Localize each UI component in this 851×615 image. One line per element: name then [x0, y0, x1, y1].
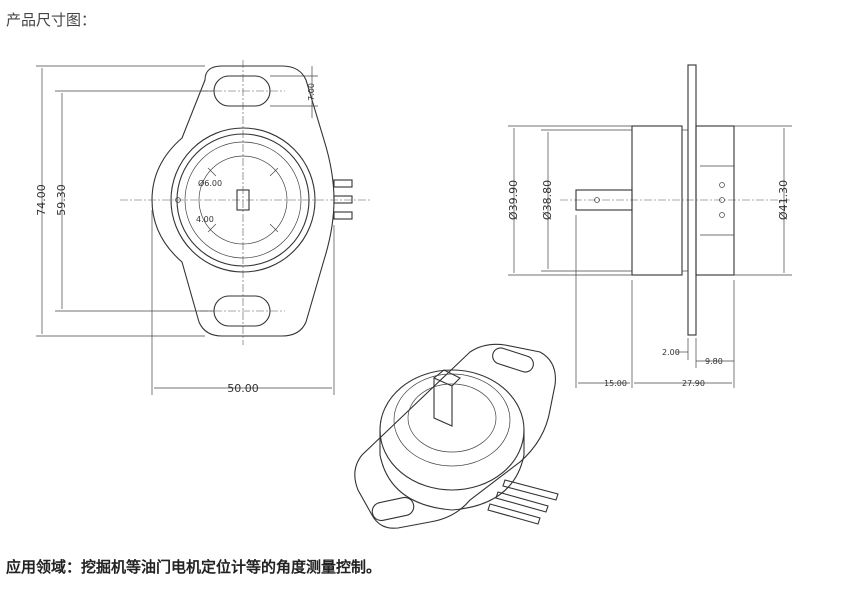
- dim-body-len: 27.90: [682, 379, 705, 388]
- rear-housing: [695, 125, 735, 276]
- dim-body-rear: 9.80: [705, 357, 723, 366]
- iso-upper-slot: [492, 347, 534, 373]
- dim-overall-height: 74.00: [35, 184, 48, 216]
- iso-terminal-pins: [487, 479, 559, 525]
- dim-shaft-len: 15.00: [604, 379, 627, 388]
- dim-width: 50.00: [227, 382, 259, 395]
- dim-dia-a: Ø39.90: [507, 180, 520, 220]
- terminal-pins: [333, 179, 353, 220]
- body-front: [631, 125, 683, 276]
- rotor-tabs: [207, 167, 279, 233]
- dim-hole-spacing: 59.30: [55, 184, 68, 216]
- isometric-view: [354, 343, 559, 529]
- dim-dia-c: Ø41.30: [777, 180, 790, 220]
- page-heading: 产品尺寸图：: [6, 11, 97, 29]
- iso-shaft: [433, 369, 461, 427]
- dim-flat: 4.00: [196, 215, 214, 224]
- iso-plate-outline: [354, 343, 556, 529]
- terminal-holes: [719, 182, 725, 218]
- iso-lower-slot: [371, 496, 415, 522]
- front-view: 74.00 59.30 50.00 7.00 Ø6.00 4.00: [35, 60, 370, 395]
- dim-dia-b: Ø38.80: [541, 180, 554, 220]
- dim-shaft-dia: Ø6.00: [198, 178, 222, 188]
- side-view: Ø39.90 Ø38.80 Ø41.30 2.00 9.80 15.00 27.…: [507, 64, 792, 388]
- mounting-plate-outline: [151, 65, 335, 337]
- dim-flange: 2.00: [662, 348, 680, 357]
- dim-slot: 7.00: [307, 83, 316, 101]
- iso-body-side: [379, 430, 525, 511]
- application-caption: 应用领域：挖掘机等油门电机定位计等的角度测量控制。: [6, 558, 382, 576]
